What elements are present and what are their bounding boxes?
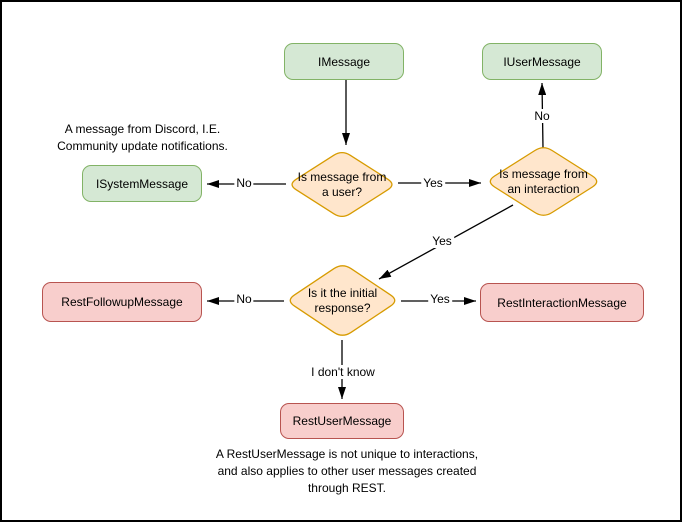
decision-label: Is message from an interaction xyxy=(499,166,588,196)
diamond-shape xyxy=(489,147,598,216)
edge-label-initial-no: No xyxy=(234,292,254,306)
node-iusermessage: IUserMessage xyxy=(482,43,602,80)
edge-label-from-interaction-no: No xyxy=(532,109,552,123)
node-restinteractionmessage: RestInteractionMessage xyxy=(480,283,644,322)
decision-label: Is message from a user? xyxy=(297,169,387,199)
node-restusermessage: RestUserMessage xyxy=(280,403,404,439)
decision-is-message-from-user: Is message from a user? xyxy=(287,149,397,220)
edge-label-from-interaction-yes: Yes xyxy=(430,234,454,248)
decision-label: Is it the initial response? xyxy=(307,285,378,315)
edge-label-from-user-no: No xyxy=(234,176,254,190)
edge-label-from-user-yes: Yes xyxy=(421,176,445,190)
node-imessage: IMessage xyxy=(284,43,404,80)
diamond-shape xyxy=(291,151,393,218)
decision-is-initial-response: Is it the initial response? xyxy=(285,262,400,339)
node-isystemmessage: ISystemMessage xyxy=(82,165,202,202)
note-isystemmessage: A message from Discord, I.E. Community u… xyxy=(57,122,228,153)
note-restusermessage: A RestUserMessage is not unique to inter… xyxy=(215,447,479,495)
edge-label-initial-yes: Yes xyxy=(428,292,452,306)
decision-is-message-from-interaction: Is message from an interaction xyxy=(485,144,602,219)
diamond-shape xyxy=(289,265,396,336)
node-restfollowupmessage: RestFollowupMessage xyxy=(42,282,202,322)
edge-label-initial-unknown: I don't know xyxy=(309,365,377,379)
